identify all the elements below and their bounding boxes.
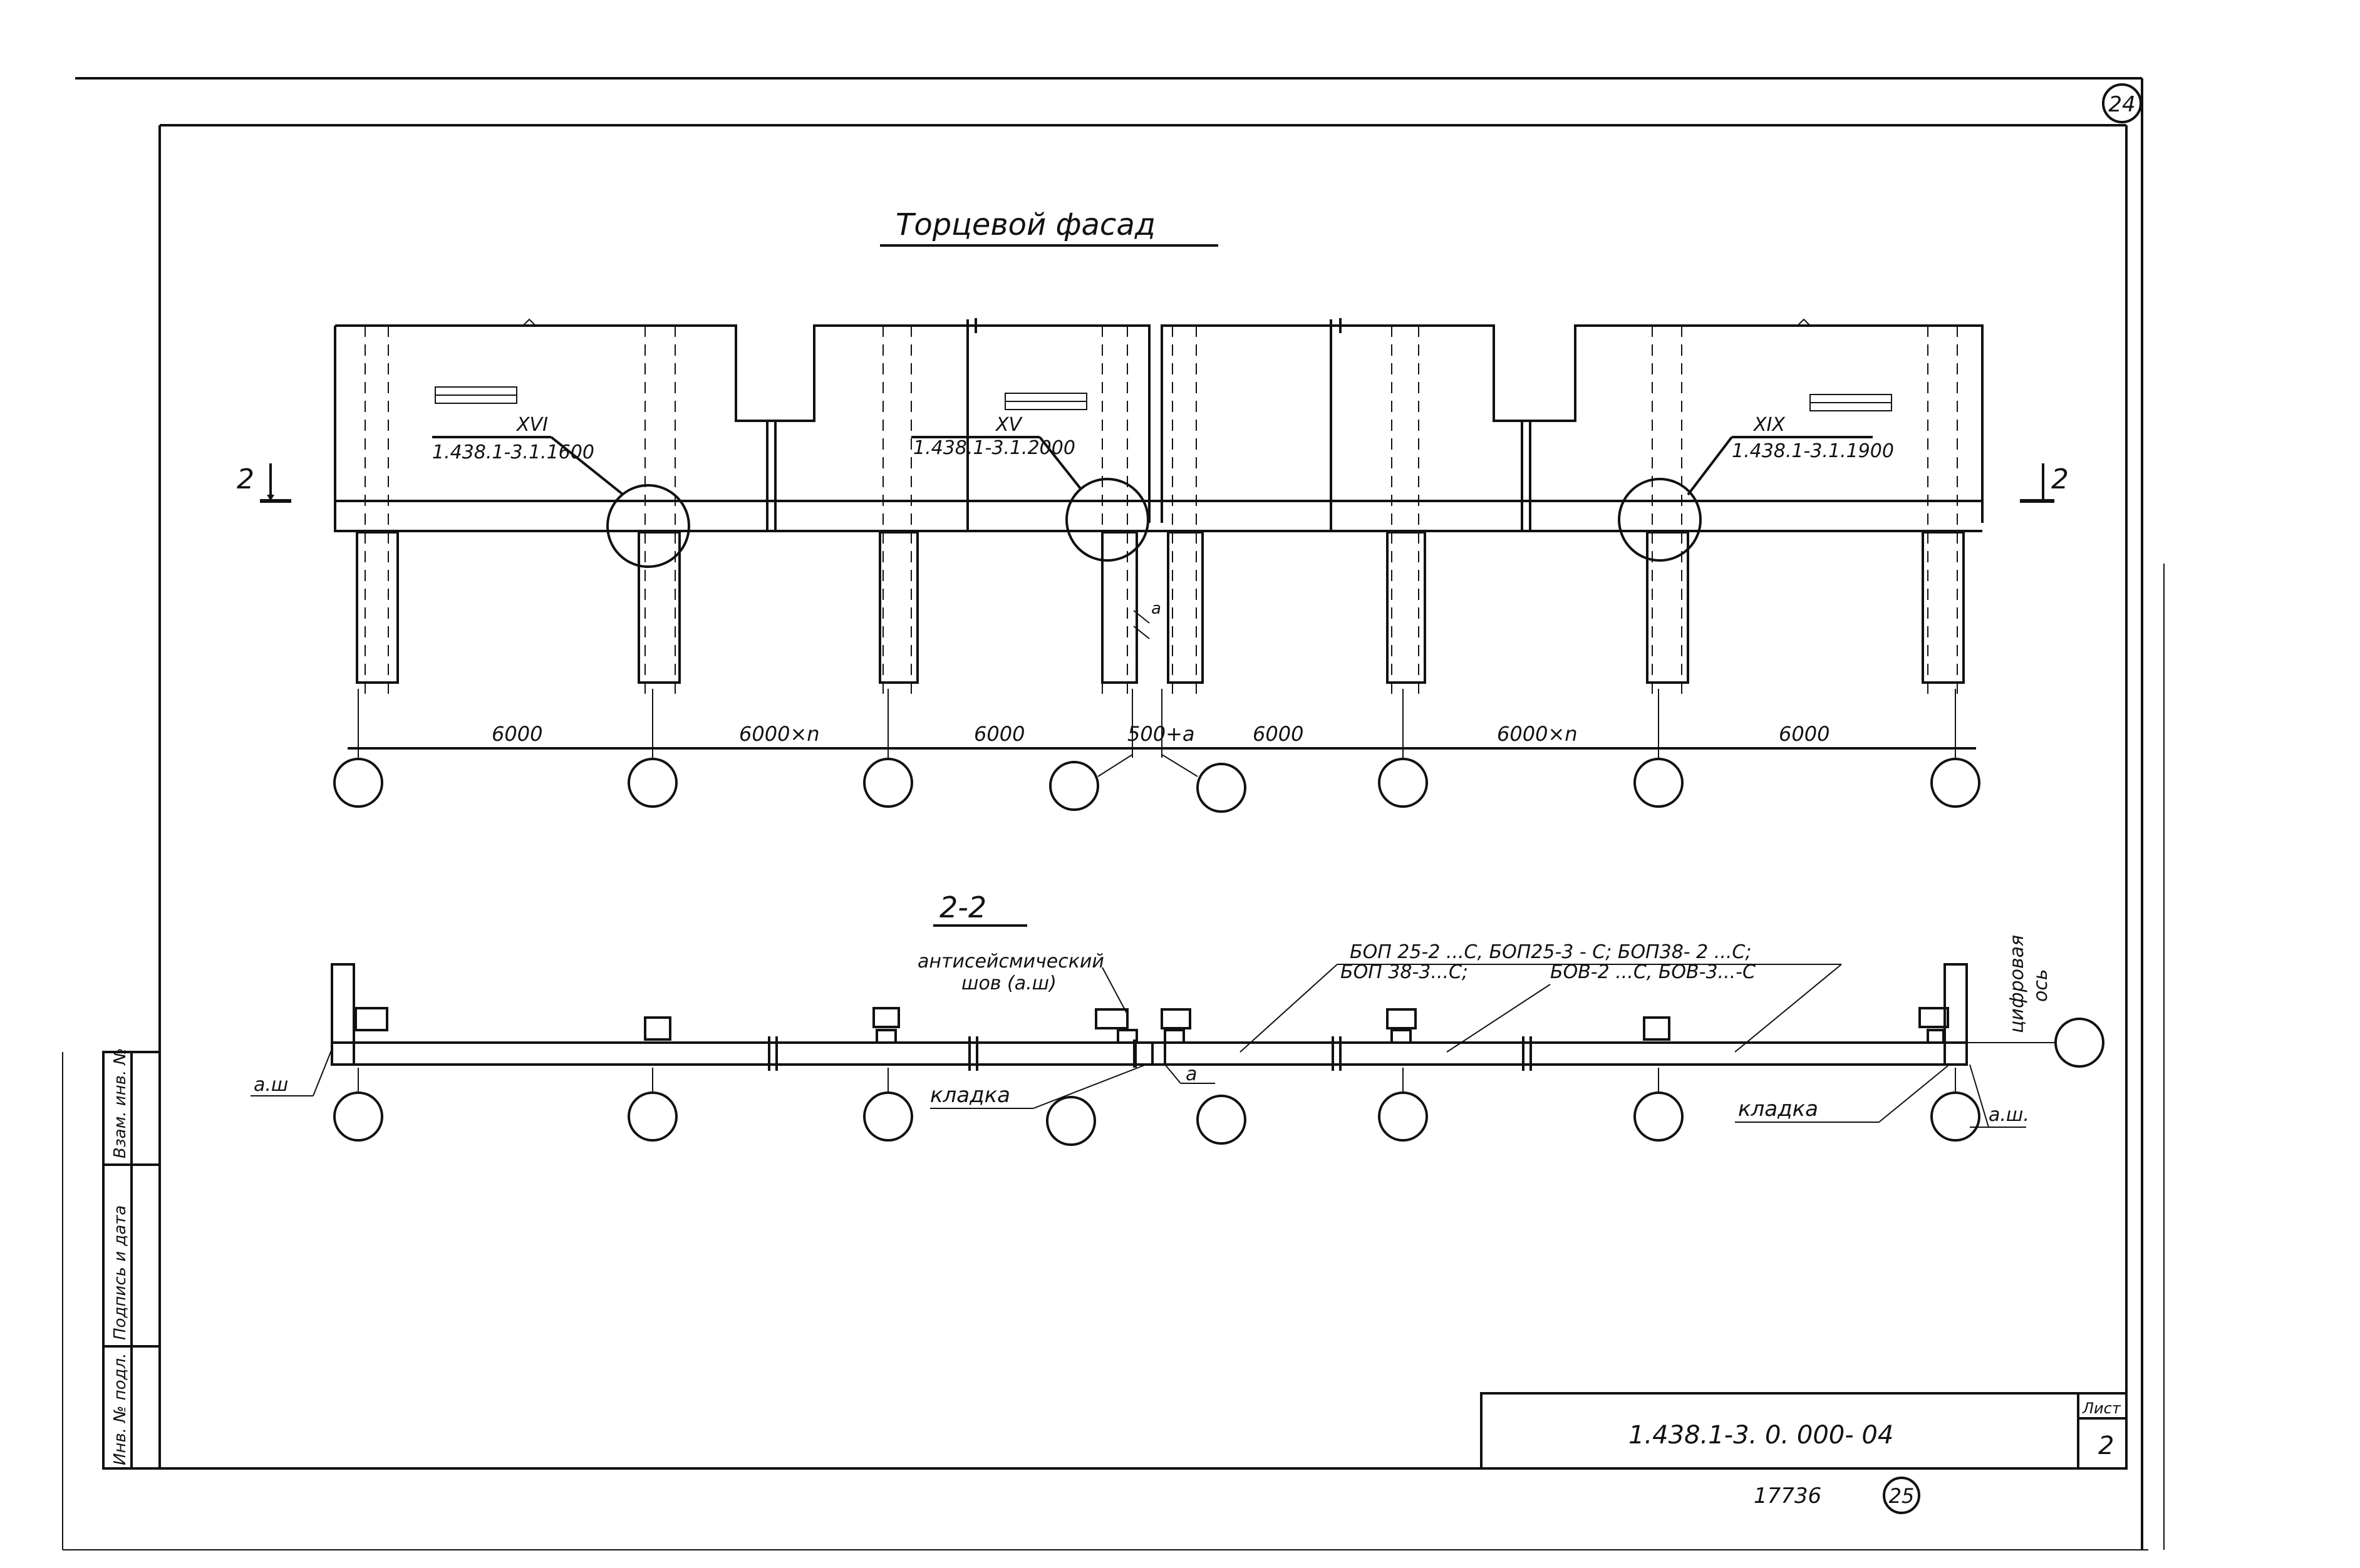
- break-marks: [766, 319, 1531, 532]
- section-mark-left: 2: [237, 463, 291, 503]
- callout-xv: XV 1.438.1-3.1.2000: [911, 414, 1082, 490]
- corner-sheet-number: 24: [2102, 83, 2142, 123]
- dim-1: 6000: [492, 722, 542, 746]
- aw-label-right: а.ш.: [1989, 1104, 2029, 1126]
- stamp-replace-label: Взам. инв. №: [111, 1048, 130, 1158]
- dim-3: 6000: [974, 722, 1025, 746]
- title-block: 1.438.1-3. 0. 000- 04 Лист 2: [1480, 1392, 2128, 1470]
- svg-text:1.438.1-3.1.1900: 1.438.1-3.1.1900: [1732, 440, 1894, 462]
- beam-joints: [768, 1036, 1532, 1071]
- masonry-label-left: кладка: [930, 1083, 1010, 1108]
- antiseismic-label-1: антисейсмический: [918, 951, 1104, 972]
- antiseismic-label-2: шов (а.ш): [961, 972, 1057, 994]
- svg-text:XVI: XVI: [515, 414, 548, 436]
- detail-node-xix: [1618, 478, 1702, 562]
- archive-stamp: 17736 25: [1754, 1477, 1920, 1514]
- side-stamp: Инв. № подл. Подпись и дата Взам. инв. №: [102, 1048, 161, 1470]
- bottom-sheet-number: 25: [1889, 1484, 1915, 1508]
- dim-4: 500+a: [1127, 722, 1195, 746]
- sheet-label: Лист: [2082, 1400, 2121, 1417]
- detail-node-xvi: [606, 484, 690, 568]
- stamp-inv-label: Инв. № подл.: [111, 1353, 130, 1465]
- archive-number: 17736: [1754, 1483, 1821, 1509]
- section-2-2-view: 2-2: [251, 890, 2104, 1146]
- svg-text:24: 24: [2108, 92, 2135, 117]
- stamp-sign-label: Подпись и дата: [111, 1205, 130, 1340]
- callout-xix: XIX 1.438.1-3.1.1900: [1687, 414, 1894, 496]
- facade-columns: [356, 326, 1965, 701]
- gap-label-section: а: [1186, 1063, 1197, 1085]
- svg-text:XIX: XIX: [1752, 414, 1786, 436]
- section-title: 2-2: [939, 890, 986, 924]
- dim-2: 6000×n: [739, 722, 820, 746]
- section-axis-markers: [333, 1018, 2104, 1146]
- detail-node-xv: [1065, 478, 1149, 562]
- svg-text:2: 2: [2051, 463, 2069, 495]
- callout-xvi: XVI 1.438.1-3.1.1600: [432, 414, 624, 496]
- section-mark-right: 2: [2020, 463, 2069, 503]
- column-plates: [355, 1007, 1949, 1044]
- dim-5: 6000: [1253, 722, 1303, 746]
- svg-text:2: 2: [237, 463, 254, 495]
- svg-text:1.438.1-3.1.1600: 1.438.1-3.1.1600: [432, 441, 594, 463]
- svg-text:1.438.1-3.1.2000: 1.438.1-3.1.2000: [913, 437, 1075, 459]
- document-code: 1.438.1-3. 0. 000- 04: [1628, 1421, 1893, 1450]
- brick-hatch-icon: [435, 386, 1892, 411]
- sheet-number: 2: [2098, 1431, 2114, 1460]
- facade-dimension-line: 6000 6000×n 6000 500+a 6000 6000×n 6000: [348, 689, 1976, 758]
- dim-7: 6000: [1779, 722, 1830, 746]
- gap-dimension: a: [1133, 599, 1161, 639]
- aw-label-left: а.ш: [254, 1074, 288, 1096]
- dim-6: 6000×n: [1497, 722, 1578, 746]
- facade-title: Торцевой фасад: [896, 207, 1156, 242]
- sheet-border: [62, 77, 2165, 1550]
- facade-axis-markers: [333, 754, 1980, 813]
- masonry-label-right: кладка: [1738, 1096, 1818, 1122]
- axis-label-2: ось: [2030, 969, 2052, 1002]
- svg-text:a: a: [1151, 599, 1161, 618]
- svg-text:XV: XV: [995, 414, 1023, 436]
- beam-label-1: БОП 25-2 ...С, БОП25-3 - С; БОП38- 2 ...…: [1350, 941, 1751, 963]
- facade-view: Торцевой фасад: [237, 207, 2069, 813]
- axis-label-1: цифровая: [2006, 935, 2028, 1033]
